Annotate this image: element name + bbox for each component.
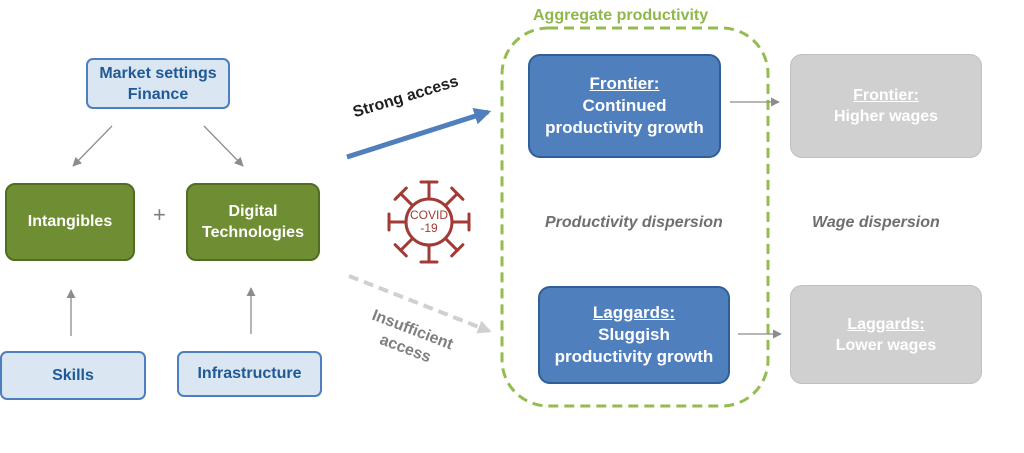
market-settings-box: Market settings Finance xyxy=(86,58,230,109)
lower-wages-label: Lower wages xyxy=(835,336,937,354)
covid-number: -19 xyxy=(420,221,438,235)
market-settings-label: Market settings xyxy=(99,64,217,82)
covid-label: COVID -19 xyxy=(406,209,452,235)
laggards-line1: Sluggish xyxy=(598,325,670,344)
infrastructure-label: Infrastructure xyxy=(197,365,302,382)
productivity-dispersion-label: Productivity dispersion xyxy=(545,214,723,231)
skills-box: Skills xyxy=(0,351,146,400)
laggards-line2: productivity growth xyxy=(554,347,714,366)
aggregate-frame xyxy=(500,26,770,408)
digital-technologies-box: Digital Technologies xyxy=(186,183,320,261)
wage-dispersion-label: Wage dispersion xyxy=(812,214,940,231)
technologies-label: Technologies xyxy=(202,224,304,241)
market-to-intangibles-arrow xyxy=(72,125,113,167)
laggards-wages-box: Laggards: Lower wages xyxy=(790,285,982,384)
frontier-wages-heading: Frontier: xyxy=(853,87,919,104)
laggards-heading: Laggards: xyxy=(592,303,676,322)
intangibles-box: Intangibles xyxy=(5,183,135,261)
aggregate-productivity-title: Aggregate productivity xyxy=(533,7,709,24)
strong-access-arrow xyxy=(346,108,492,160)
digital-label: Digital xyxy=(228,203,278,220)
skills-label: Skills xyxy=(52,366,94,384)
insufficient-access-arrow xyxy=(348,274,492,334)
frontier-wages-box: Frontier: Higher wages xyxy=(790,54,982,158)
laggards-box: Laggards: Sluggish productivity growth xyxy=(538,286,730,384)
infrastructure-box: Infrastructure xyxy=(177,351,322,397)
frontier-line1: Continued xyxy=(582,96,667,115)
higher-wages-label: Higher wages xyxy=(833,108,939,125)
covid-text: COVID xyxy=(409,208,448,222)
laggards-wages-heading: Laggards: xyxy=(847,315,925,333)
frontier-box: Frontier: Continued productivity growth xyxy=(528,54,721,158)
covid-virus-icon xyxy=(387,180,471,264)
plus-sign: + xyxy=(153,202,166,227)
frontier-line2: productivity growth xyxy=(545,118,704,137)
market-to-digital-arrow xyxy=(203,125,244,167)
frontier-heading: Frontier: xyxy=(589,74,660,93)
finance-label: Finance xyxy=(127,85,189,103)
intangibles-label: Intangibles xyxy=(27,213,113,230)
